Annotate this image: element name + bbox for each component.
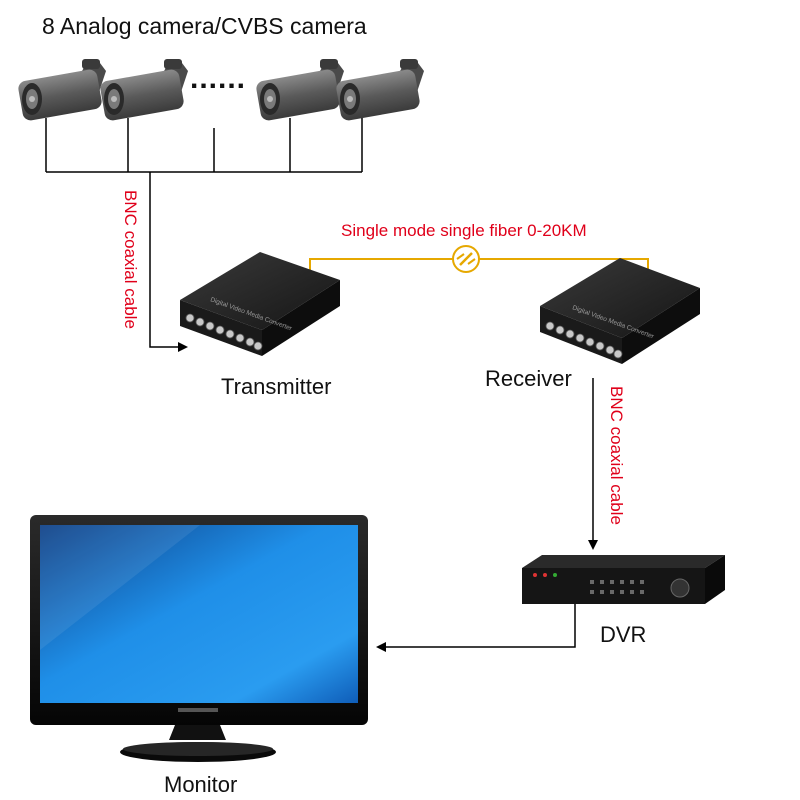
camera-icon — [100, 59, 188, 121]
transmitter-label: Transmitter — [221, 374, 332, 399]
camera-icon — [18, 59, 106, 121]
monitor-label: Monitor — [164, 772, 238, 797]
fiber-break-icon — [452, 245, 480, 273]
bnc-connector-icon — [545, 321, 623, 359]
bnc-label-right: BNC coaxial cable — [607, 386, 626, 525]
receiver-label: Receiver — [485, 366, 572, 391]
camera-icon — [256, 59, 344, 121]
cable-to-monitor — [376, 604, 576, 652]
bnc-label-left: BNC coaxial cable — [121, 190, 140, 329]
dvr-icon — [522, 555, 725, 604]
transmitter-device: Digital Video Media Converter — [180, 252, 340, 356]
fiber-label: Single mode single fiber 0-20KM — [341, 221, 587, 240]
camera-icon — [336, 59, 424, 121]
camera-ellipsis: ...... — [190, 62, 247, 95]
receiver-device: Digital Video Media Converter — [540, 258, 700, 364]
camera-bus — [45, 118, 363, 173]
monitor-icon — [30, 515, 368, 762]
bnc-cable-to-transmitter — [149, 172, 188, 352]
bnc-connector-icon — [185, 313, 263, 351]
diagram-title: 8 Analog camera/CVBS camera — [42, 13, 367, 39]
dvr-label: DVR — [600, 622, 647, 647]
